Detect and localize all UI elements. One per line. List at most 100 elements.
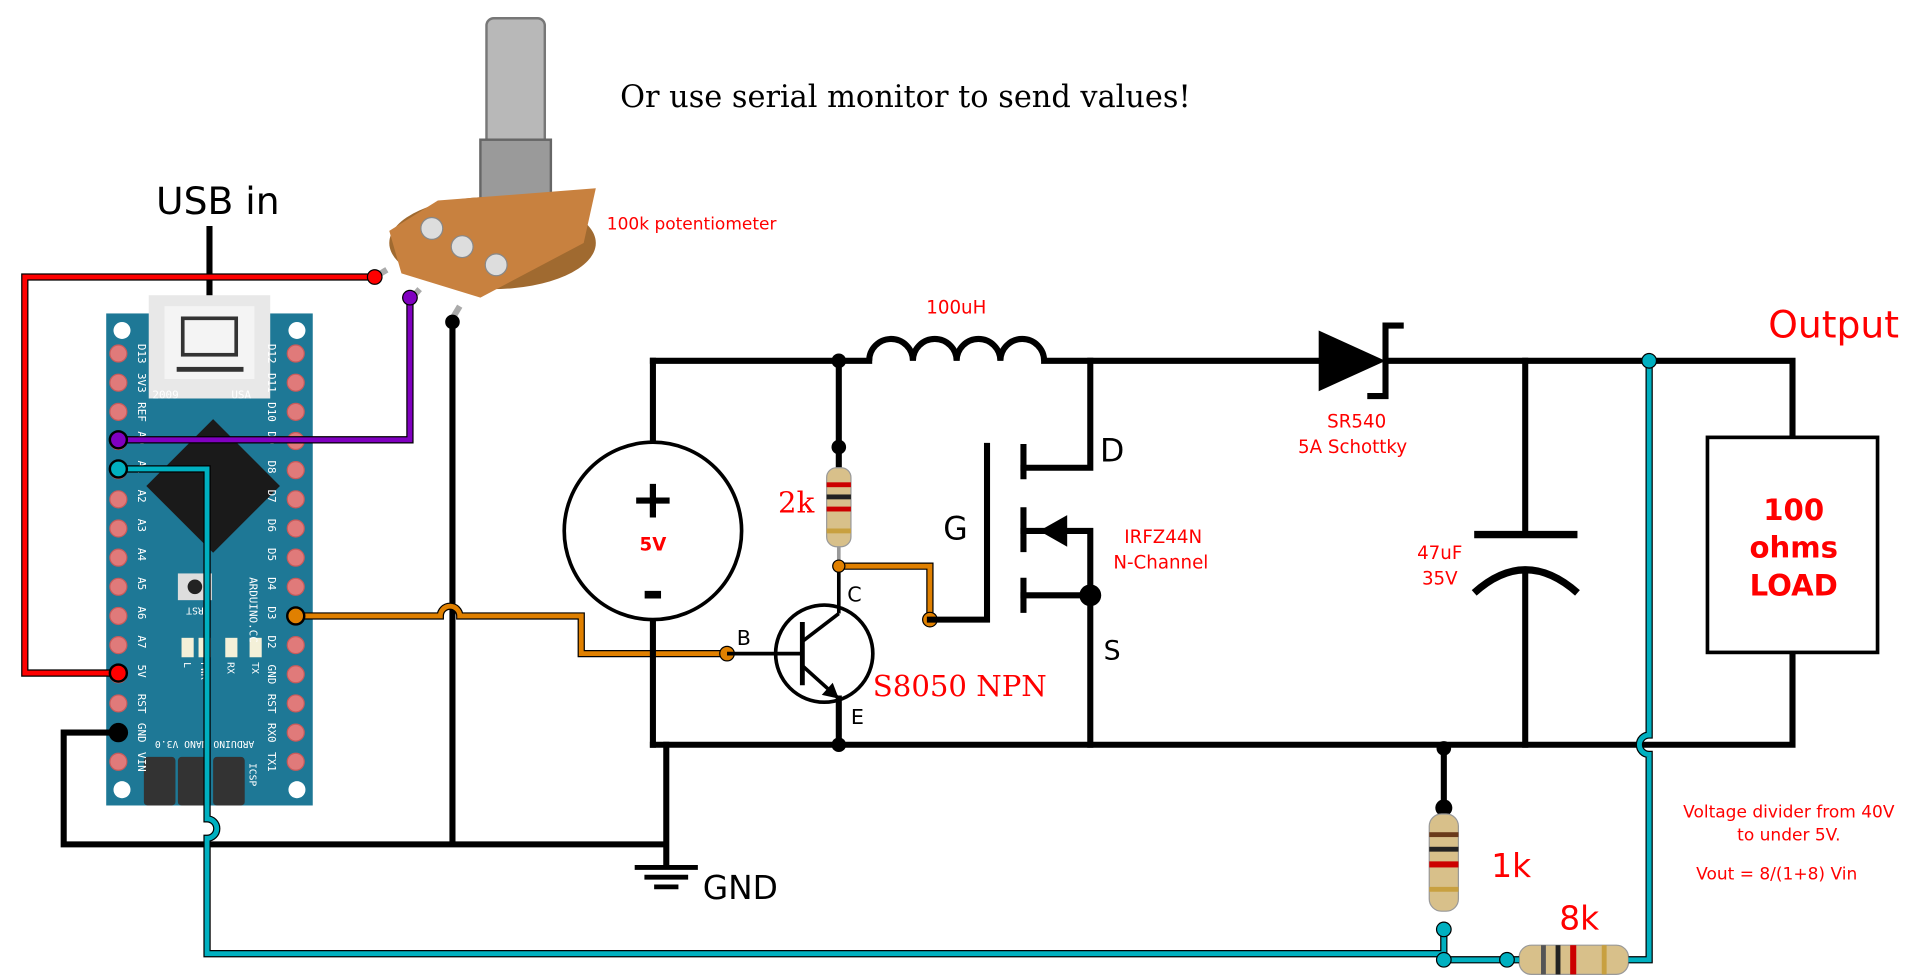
- collector-label: C: [847, 582, 861, 606]
- potentiometer[interactable]: [373, 17, 596, 320]
- pin-label: D2: [265, 635, 278, 648]
- inductor-label: 100uH: [926, 297, 986, 318]
- pin-a5: [109, 577, 128, 596]
- divider-formula: Vout = 8/(1+8) Vin: [1696, 865, 1857, 885]
- pin-label: 3V3: [135, 373, 148, 393]
- load-resistor: [1705, 435, 1880, 655]
- pin-vin: [109, 752, 128, 771]
- board-text-led-tx: TX: [249, 662, 260, 674]
- resistor-8k-label: 8k: [1559, 899, 1599, 937]
- base-label: B: [737, 626, 751, 650]
- board-text-led-l: L: [181, 662, 192, 668]
- pin-label: TX1: [265, 752, 278, 772]
- pin-label: A7: [135, 635, 148, 648]
- inductor: [866, 335, 1048, 362]
- pin-label: D3: [265, 606, 278, 619]
- cyan-wire-a1: [118, 360, 1653, 964]
- pin-d8: [286, 461, 305, 480]
- pin-label: RX0: [265, 723, 278, 743]
- pin-label: A6: [135, 606, 148, 619]
- resistor-2k: [826, 467, 852, 548]
- ground-symbol: [634, 741, 698, 890]
- boost-converter: + 5V -: [562, 322, 1880, 975]
- pin-label: A3: [135, 519, 148, 532]
- resistor-8k: [1518, 944, 1630, 975]
- divider-note-1: Voltage divider from 40V: [1683, 803, 1895, 823]
- pin-label: D10: [265, 402, 278, 422]
- divider-note-2: to under 5V.: [1737, 826, 1840, 846]
- pin-label: D5: [265, 548, 278, 561]
- pin-d6: [286, 519, 305, 538]
- capacitor-voltage-label: 35V: [1422, 568, 1458, 589]
- pin-d5: [286, 548, 305, 567]
- mosfet-type-label: N-Channel: [1113, 553, 1208, 574]
- pin-rst: [109, 694, 128, 713]
- load-label-2: ohms: [1749, 531, 1837, 565]
- resistor-1k: [1428, 813, 1460, 912]
- pin-rx0: [286, 723, 305, 742]
- pin-d12: [286, 344, 305, 363]
- pin-label: VIN: [135, 752, 148, 772]
- pin-a3: [109, 519, 128, 538]
- pin-d11: [286, 373, 305, 392]
- source-label: S: [1104, 636, 1121, 667]
- pin-3v3: [109, 373, 128, 392]
- output-label: Output: [1768, 303, 1899, 347]
- microcontroller-chip: [146, 419, 280, 553]
- pin-a2: [109, 490, 128, 509]
- board-text-usa: USA: [231, 388, 251, 401]
- pin-label: D7: [265, 490, 278, 503]
- pin-label: D12: [265, 344, 278, 364]
- icsp-header: [143, 756, 245, 806]
- pin-d4: [286, 577, 305, 596]
- drain-label: D: [1100, 434, 1124, 470]
- pin-d7: [286, 490, 305, 509]
- pin-d13: [109, 344, 128, 363]
- pin-label: D4: [265, 577, 278, 591]
- schottky-diode: [1318, 322, 1404, 400]
- diode-desc-label: 5A Schottky: [1298, 437, 1407, 458]
- load-label-3: LOAD: [1750, 568, 1838, 602]
- title-text: Or use serial monitor to send values!: [620, 80, 1191, 115]
- resistor-1k-label: 1k: [1491, 847, 1531, 885]
- potentiometer-label: 100k potentiometer: [607, 215, 777, 235]
- diode-part-label: SR540: [1327, 412, 1386, 433]
- capacitor: [1471, 357, 1580, 748]
- load-label-1: 100: [1763, 493, 1824, 527]
- pin-label: D11: [265, 373, 278, 393]
- pin-d2: [286, 636, 305, 655]
- voltage-source: [562, 440, 744, 622]
- pin-tx1: [286, 752, 305, 771]
- usb-label: USB in: [156, 179, 280, 223]
- pin-rst: [286, 694, 305, 713]
- pin-label: D8: [265, 460, 278, 473]
- pin-label: RST: [265, 694, 278, 714]
- board-text-icsp: ICSP: [247, 763, 258, 787]
- resistor-2k-label: 2k: [778, 486, 815, 520]
- pin-label: 5V: [135, 665, 148, 679]
- board-text-led-rx: RX: [225, 662, 236, 674]
- gate-label: G: [943, 511, 967, 547]
- minus-sign: -: [642, 560, 664, 623]
- pin-a4: [109, 548, 128, 567]
- pin-label: A5: [135, 577, 148, 590]
- pin-d10: [286, 402, 305, 421]
- mosfet: [926, 357, 1102, 748]
- mosfet-part-label: IRFZ44N: [1124, 527, 1202, 548]
- pin-label: RST: [135, 694, 148, 714]
- arduino-nano: 2009 USA ARDUINO.CC ARDUINO NANO V3.0 RS…: [106, 295, 313, 806]
- gnd-label: GND: [703, 869, 778, 907]
- pin-label: GND: [265, 665, 278, 685]
- plus-sign: +: [631, 468, 676, 531]
- pin-label: REF: [135, 402, 148, 422]
- pin-label: GND: [135, 723, 148, 743]
- capacitor-value-label: 47uF: [1417, 543, 1462, 564]
- pin-label: A2: [135, 490, 148, 503]
- board-text-2009: 2009: [152, 388, 178, 401]
- source-voltage-label: 5V: [640, 534, 668, 555]
- pin-ref: [109, 402, 128, 421]
- black-wire-gnd: [60, 729, 667, 848]
- pin-gnd: [286, 665, 305, 684]
